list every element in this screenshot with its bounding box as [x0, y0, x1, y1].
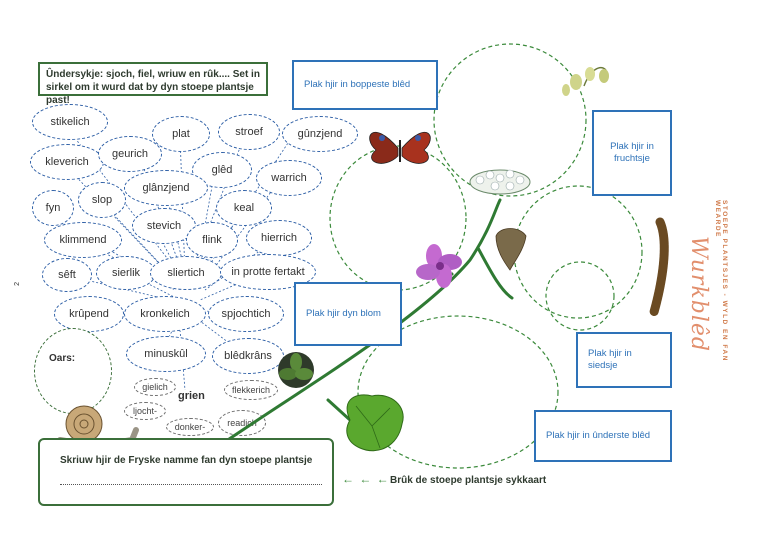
green-option-flekkerich[interactable]: flekkerich: [224, 380, 278, 400]
green-option-readich[interactable]: readich: [218, 410, 266, 436]
page-number: 2: [14, 282, 21, 286]
leaf-icon: [346, 394, 404, 452]
seed-icon: [562, 67, 609, 96]
branch-leaf: [326, 398, 352, 422]
green-title[interactable]: grien: [178, 390, 205, 402]
word-stroef[interactable]: stroef: [218, 114, 280, 150]
word-warrich[interactable]: warrich: [256, 160, 322, 196]
left-arrows-icon: ← ← ←: [342, 472, 390, 486]
word-spjochtich[interactable]: spjochtich: [208, 296, 284, 332]
word-sierlik[interactable]: sierlik: [96, 256, 156, 290]
word-seft[interactable]: sêft: [42, 258, 92, 292]
branch-fruit: [476, 246, 514, 300]
word-plat[interactable]: plat: [152, 116, 210, 152]
green-option-gielich[interactable]: gielich: [134, 378, 176, 396]
word-flink[interactable]: flink: [186, 222, 238, 258]
top-leaves-circle: [433, 43, 587, 197]
label-bottom-leaf: Plak hjir in ûnderste blêd: [534, 410, 672, 462]
fruit-icon: [495, 228, 527, 271]
main-stem: [208, 198, 502, 454]
word-glanzjend[interactable]: glânzjend: [124, 170, 208, 206]
word-hierrich[interactable]: hierrich: [246, 220, 312, 256]
word-klimmend[interactable]: klimmend: [44, 222, 122, 258]
rosette-icon: [278, 352, 314, 388]
label-top-leaves: Plak hjir in boppeste blêd: [292, 60, 438, 110]
word-kronkelich[interactable]: kronkelich: [124, 296, 206, 332]
word-sliertich[interactable]: sliertich: [150, 256, 222, 290]
name-prompt: Skriuw hjir de Fryske namme fan dyn stoe…: [60, 455, 313, 466]
butterfly-icon: [369, 132, 431, 164]
word-gunzjend[interactable]: gûnzjend: [282, 116, 358, 152]
label-fruit: Plak hjir in fruchtsje: [592, 110, 672, 196]
fruit-circle: [513, 185, 643, 319]
seed-circle: [545, 261, 615, 331]
word-kleverich[interactable]: kleverich: [30, 144, 104, 180]
word-krupend[interactable]: krûpend: [54, 296, 124, 332]
word-stevich[interactable]: stevich: [132, 208, 196, 244]
flower-icon: [416, 244, 462, 288]
side-title: STOEPE PLANTSJES - WYLD EN FAN WEARDE: [714, 200, 728, 362]
other-word-circle[interactable]: Oars:: [34, 328, 112, 414]
bottom-leaf-circle: [357, 315, 559, 469]
word-slop[interactable]: slop: [78, 182, 126, 218]
word-in-protte-fertakt[interactable]: in protte fertakt: [220, 254, 316, 290]
side-script: Wurkblêd: [686, 236, 711, 352]
label-flower: Plak hjir dyn blom: [294, 282, 402, 346]
word-fyn[interactable]: fyn: [32, 190, 74, 226]
word-bledkrans[interactable]: blêdkrâns: [212, 338, 284, 374]
word-minuskul[interactable]: minuskûl: [126, 336, 206, 372]
word-keal[interactable]: keal: [216, 190, 272, 226]
name-writing-line[interactable]: [60, 484, 322, 485]
label-seed: Plak hjir in siedsje: [576, 332, 672, 388]
caterpillar-icon: [649, 217, 669, 317]
word-geurich[interactable]: geurich: [98, 136, 162, 172]
name-scroll: Skriuw hjir de Fryske namme fan dyn stoe…: [38, 438, 334, 506]
green-option-donker[interactable]: donker-: [166, 418, 214, 436]
flower-head-icon: [469, 169, 531, 195]
green-option-ljocht[interactable]: ljocht-: [124, 402, 166, 420]
flower-circle: [329, 145, 467, 291]
instruction-box: Ûndersykje: sjoch, fiel, wriuw en rûk...…: [38, 62, 268, 106]
use-card-text: Brûk de stoepe plantsje sykkaart: [390, 475, 547, 486]
word-stikelich[interactable]: stikelich: [32, 104, 108, 140]
